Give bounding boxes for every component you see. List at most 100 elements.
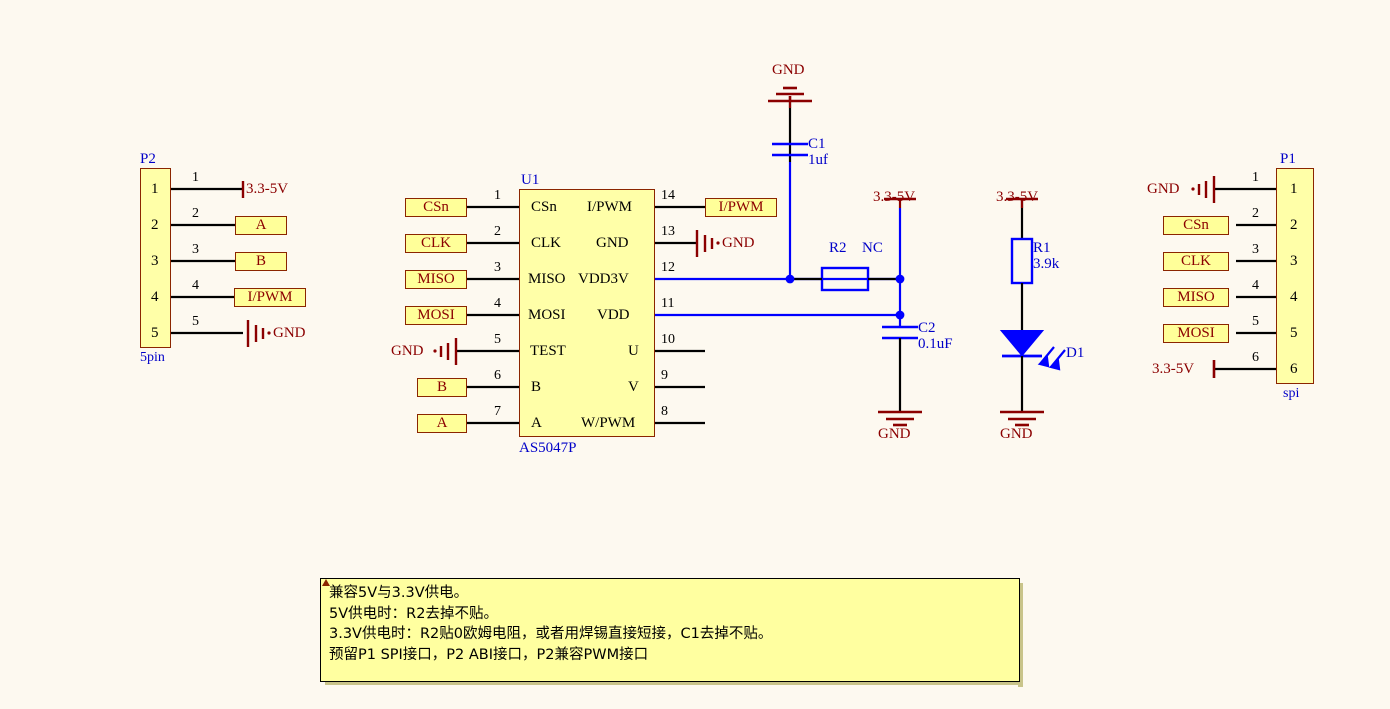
u1-pin-name-csn: CSn — [531, 199, 557, 215]
p1-wire-number-4: 4 — [1252, 278, 1259, 293]
power-port-vdd-r2 — [884, 197, 916, 279]
u1-pin-name-clk: CLK — [531, 235, 561, 251]
note-shadow-right — [1018, 583, 1023, 687]
u1-net-gnd-test[interactable]: GND — [391, 343, 424, 359]
note-line-1: 兼容5V与3.3V供电。 — [329, 585, 469, 601]
p2-pin-number-2: 2 — [151, 217, 159, 233]
p1-net-flag-clk[interactable]: CLK — [1163, 252, 1229, 271]
p1-wire-number-6: 6 — [1252, 350, 1259, 365]
u1-pin-num-10: 10 — [661, 332, 675, 347]
u1-pin-name-vdd3v: VDD3V — [578, 271, 629, 287]
p1-net-flag-mosi[interactable]: MOSI — [1163, 324, 1229, 343]
p2-net-flag-ipwm[interactable]: I/PWM — [234, 288, 306, 307]
c2-symbol — [882, 315, 918, 412]
note-shadow-bottom — [325, 680, 1023, 685]
wire-group-u1-left — [456, 205, 519, 425]
u1-pin-name-a: A — [531, 415, 542, 431]
p1-pin-number-3: 3 — [1290, 253, 1298, 269]
u1-pin-name-wpwm: W/PWM — [581, 415, 636, 431]
p1-net-flag-miso[interactable]: MISO — [1163, 288, 1229, 307]
p2-net-gnd[interactable]: GND — [273, 325, 306, 341]
net-wires-vdd — [655, 162, 902, 317]
p1-pin-number-4: 4 — [1290, 289, 1298, 305]
gnd-label-c2: GND — [878, 426, 911, 442]
junction-dot — [895, 274, 905, 284]
r2-ref: R2 — [829, 240, 847, 256]
u1-net-flag-csn[interactable]: CSn — [405, 198, 467, 217]
p1-net-gnd[interactable]: GND — [1147, 181, 1180, 197]
r1-ref: R1 — [1033, 240, 1051, 256]
p2-wire-number-2: 2 — [192, 206, 199, 221]
c1-value: 1uf — [808, 152, 828, 168]
u1-pin-num-11: 11 — [661, 296, 675, 311]
u1-pin-name-u: U — [628, 343, 639, 359]
p2-pin-number-4: 4 — [151, 289, 159, 305]
c2-value: 0.1uF — [918, 336, 953, 352]
note-marker-triangle-icon — [322, 579, 330, 586]
u1-net-flag-a[interactable]: A — [417, 414, 467, 433]
u1-pin-num-14: 14 — [661, 188, 675, 203]
r2-symbol — [790, 266, 900, 292]
connector-p2-body[interactable] — [140, 168, 171, 348]
c1-ref: C1 — [808, 136, 826, 152]
p1-wire-number-5: 5 — [1252, 314, 1259, 329]
u1-pin-num-6: 6 — [494, 368, 501, 383]
p2-wire-number-5: 5 — [192, 314, 199, 329]
p1-wire-number-3: 3 — [1252, 242, 1259, 257]
p1-wire-number-1: 1 — [1252, 170, 1259, 185]
p2-wire-number-4: 4 — [192, 278, 199, 293]
u1-pin-num-1: 1 — [494, 188, 501, 203]
gnd-port-u1-pin13 — [695, 230, 720, 257]
p1-net-flag-csn[interactable]: CSn — [1163, 216, 1229, 235]
connector-p1-footprint: spi — [1283, 386, 1300, 401]
power-label-r2: 3.3-5V — [873, 189, 916, 205]
chip-u1-part: AS5047P — [519, 440, 577, 456]
u1-pin-num-12: 12 — [661, 260, 675, 275]
r1-d1-branch — [999, 197, 1066, 412]
u1-net-flag-ipwm-out[interactable]: I/PWM — [705, 198, 777, 217]
gnd-port-u1-test — [433, 338, 458, 365]
p1-wire-number-2: 2 — [1252, 206, 1259, 221]
note-line-3: 3.3V供电时：R2贴0欧姆电阻，或者用焊锡直接短接，C1去掉不贴。 — [329, 626, 773, 642]
u1-pin-name-v: V — [628, 379, 639, 395]
power-label-r1: 3.3-5V — [996, 189, 1039, 205]
p2-pin-number-5: 5 — [151, 325, 159, 341]
u1-net-flag-b[interactable]: B — [417, 378, 467, 397]
wire-group-p1 — [1214, 187, 1276, 371]
p1-pin-number-1: 1 — [1290, 181, 1298, 197]
u1-pin-name-gnd: GND — [596, 235, 629, 251]
u1-pin-name-mosi: MOSI — [528, 307, 566, 323]
connector-p1-body[interactable] — [1276, 168, 1314, 384]
p2-net-flag-b[interactable]: B — [235, 252, 287, 271]
u1-net-flag-clk[interactable]: CLK — [405, 234, 467, 253]
note-line-2: 5V供电时：R2去掉不贴。 — [329, 605, 498, 622]
u1-pin-num-8: 8 — [661, 404, 668, 419]
chip-u1-body[interactable] — [519, 189, 655, 437]
p2-wire-number-3: 3 — [192, 242, 199, 257]
p1-pin-number-6: 6 — [1290, 361, 1298, 377]
note-line-4: 预留P1 SPI接口，P2 ABI接口，P2兼容PWM接口 — [329, 646, 649, 663]
c2-ref: C2 — [918, 320, 936, 336]
chip-u1-ref: U1 — [521, 172, 540, 188]
u1-net-gnd-pin13[interactable]: GND — [722, 235, 755, 251]
u1-pin-name-miso: MISO — [528, 271, 566, 287]
r1-value: 3.9k — [1033, 256, 1060, 272]
connector-p2-ref: P2 — [140, 151, 156, 167]
p2-net-3v3-5v[interactable]: 3.3-5V — [246, 181, 289, 197]
u1-pin-name-b: B — [531, 379, 542, 395]
p1-net-3v3-5v[interactable]: 3.3-5V — [1152, 361, 1195, 377]
connector-p2-footprint: 5pin — [140, 350, 165, 365]
c1-plates — [772, 142, 808, 157]
u1-pin-name-test: TEST — [530, 343, 566, 359]
note-box[interactable]: 兼容5V与3.3V供电。 5V供电时：R2去掉不贴。 3.3V供电时：R2贴0欧… — [320, 578, 1020, 682]
p2-net-flag-a[interactable]: A — [235, 216, 287, 235]
u1-net-flag-miso[interactable]: MISO — [405, 270, 467, 289]
u1-pin-name-ipwm: I/PWM — [587, 199, 632, 215]
connector-p1-ref: P1 — [1280, 151, 1296, 167]
p2-wire-number-1: 1 — [192, 170, 199, 185]
u1-pin-num-4: 4 — [494, 296, 501, 311]
u1-net-flag-mosi[interactable]: MOSI — [405, 306, 467, 325]
gnd-label-c1: GND — [772, 62, 805, 78]
